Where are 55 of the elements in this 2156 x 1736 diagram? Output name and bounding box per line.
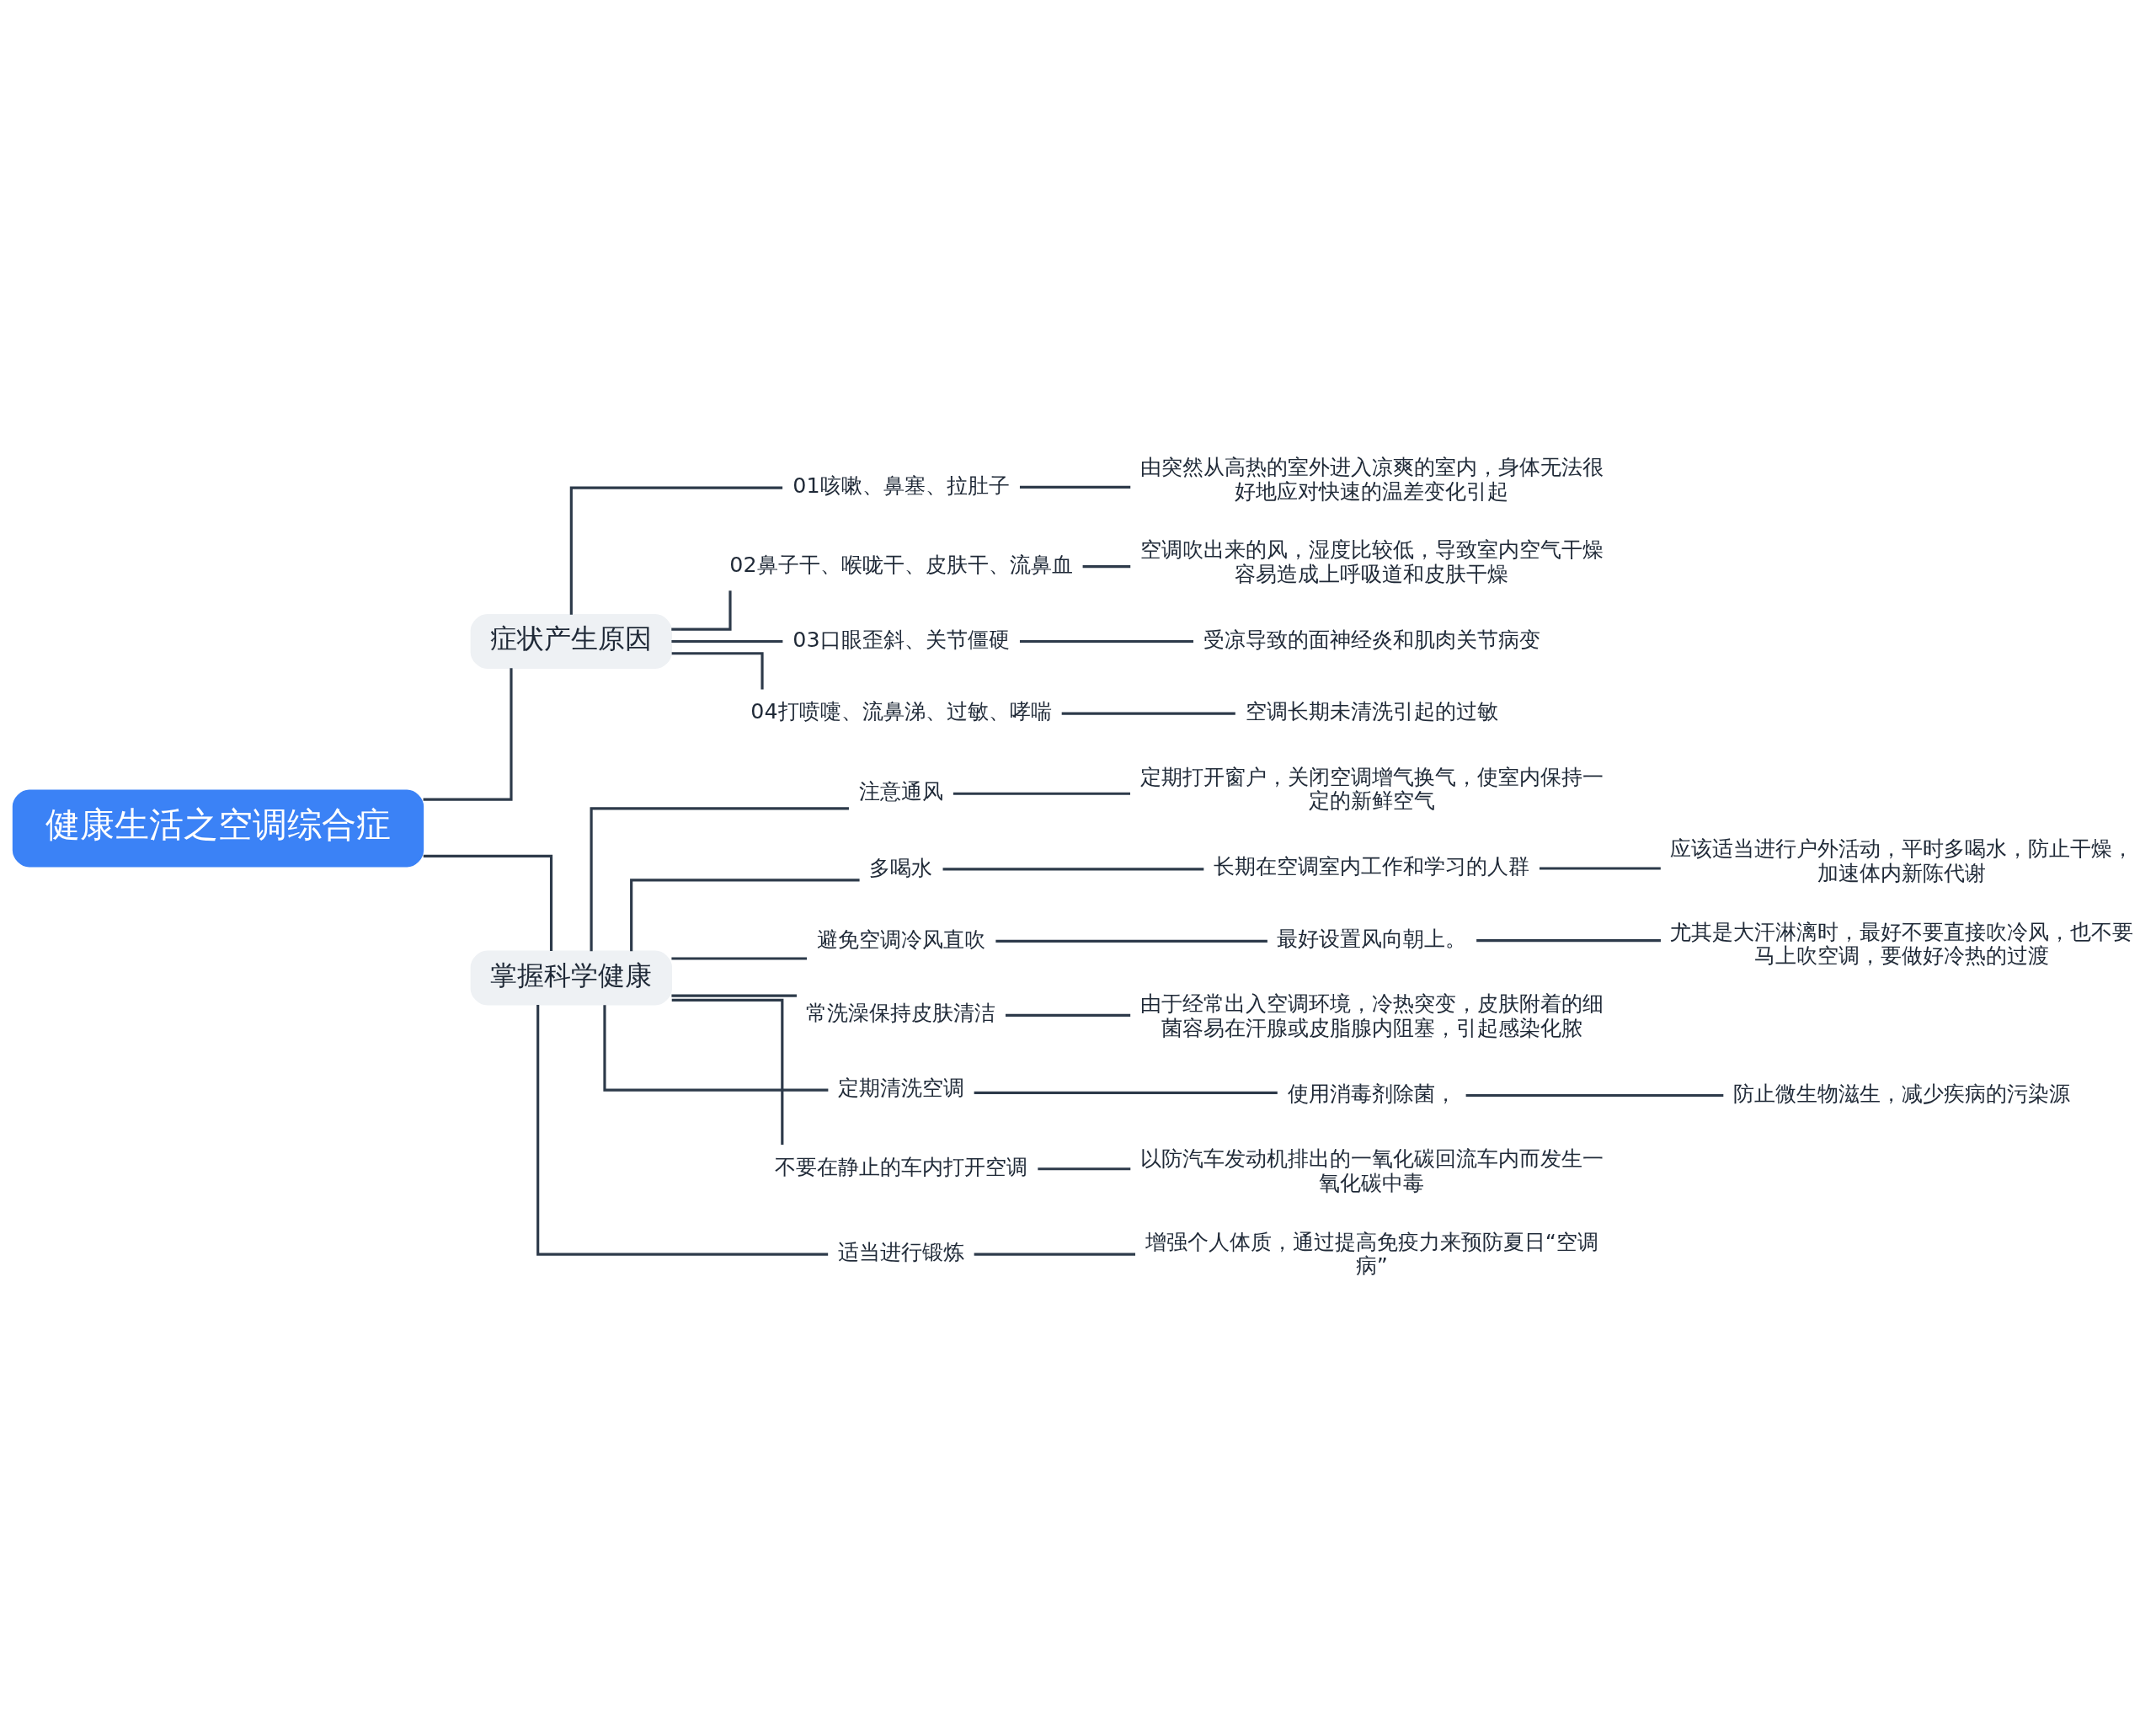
node-text: 最好设置风向朝上。 bbox=[1277, 925, 1467, 951]
node-text: 定期打开窗户，关闭空调增气换气，使室内保持一定的新鲜空气 bbox=[1139, 763, 1604, 813]
node-text: 空调长期未清洗引起的过敏 bbox=[1245, 697, 1498, 724]
node-text: 长期在空调室内工作和学习的人群 bbox=[1214, 852, 1530, 879]
node-box: 症状产生原因 bbox=[470, 613, 673, 669]
connector bbox=[671, 590, 732, 631]
connector bbox=[671, 639, 783, 643]
node-box: 健康生活之空调综合症 bbox=[12, 788, 424, 867]
connector bbox=[1019, 485, 1131, 489]
node-text: 多喝水 bbox=[869, 854, 933, 880]
node-text: 02鼻子干、喉咙干、皮肤干、流鼻血 bbox=[729, 551, 1073, 577]
connector bbox=[1005, 1013, 1131, 1017]
connector bbox=[1082, 564, 1131, 568]
node-text: 不要在静止的车内打开空调 bbox=[774, 1153, 1027, 1179]
connector bbox=[423, 667, 513, 801]
node-text: 由于经常出入空调环境，冷热突变，皮肤附着的细菌容易在汗腺或皮脂腺内阻塞，引起感染化脓 bbox=[1139, 990, 1604, 1040]
node-text: 防止微生物滋生，减少疾病的污染源 bbox=[1733, 1080, 2071, 1106]
connector bbox=[1465, 1093, 1724, 1097]
connector bbox=[603, 1004, 829, 1092]
connector bbox=[1019, 639, 1193, 643]
connector bbox=[590, 806, 849, 951]
node-text: 受凉导致的面神经炎和肌肉关节病变 bbox=[1203, 626, 1540, 651]
connector bbox=[671, 651, 764, 689]
node-text: 由突然从高热的室外进入凉爽的室内，身体无法很好地应对快速的温差变化引起 bbox=[1139, 453, 1604, 504]
connector bbox=[974, 1253, 1135, 1256]
connector bbox=[423, 854, 553, 951]
connector bbox=[1061, 712, 1235, 715]
connector bbox=[630, 878, 860, 951]
node-text: 空调吹出来的风，湿度比较低，导致室内空气干燥容易造成上呼吸道和皮肤干燥 bbox=[1139, 536, 1604, 586]
node-text: 注意通风 bbox=[858, 777, 943, 804]
connector bbox=[1038, 1167, 1131, 1170]
connector bbox=[974, 1091, 1278, 1094]
node-text: 尤其是大汗淋漓时，最好不要直接吹冷风，也不要马上吹空调，要做好冷热的过渡 bbox=[1670, 918, 2134, 968]
connector bbox=[671, 998, 784, 1145]
node-text: 使用消毒剂除菌， bbox=[1287, 1080, 1456, 1106]
connector bbox=[536, 1004, 829, 1256]
connector bbox=[942, 867, 1204, 870]
node-text: 应该适当进行户外活动，平时多喝水，防止干燥，加速体内新陈代谢 bbox=[1670, 835, 2134, 885]
node-text: 01咳嗽、鼻塞、拉肚子 bbox=[792, 472, 1010, 498]
connector bbox=[671, 956, 808, 960]
connector bbox=[671, 994, 797, 997]
connector bbox=[569, 486, 783, 615]
node-text: 常洗澡保持皮肤清洁 bbox=[806, 999, 996, 1025]
connector bbox=[995, 939, 1267, 943]
node-text: 04打喷嚏、流鼻涕、过敏、哮喘 bbox=[750, 697, 1052, 724]
node-text: 以防汽车发动机排出的一氧化碳回流车内而发生一氧化碳中毒 bbox=[1139, 1145, 1604, 1195]
node-text: 增强个人体质，通过提高免疫力来预防夏日“空调病” bbox=[1145, 1228, 1598, 1278]
node-text: 避免空调冷风直吹 bbox=[816, 926, 985, 952]
node-text: 定期清洗空调 bbox=[837, 1074, 964, 1100]
connector bbox=[1539, 866, 1661, 870]
node-text: 03口眼歪斜、关节僵硬 bbox=[792, 626, 1010, 651]
node-text: 适当进行锻炼 bbox=[837, 1238, 964, 1264]
node-box: 掌握科学健康 bbox=[470, 950, 673, 1005]
connector bbox=[1476, 938, 1661, 942]
connector bbox=[953, 792, 1130, 795]
